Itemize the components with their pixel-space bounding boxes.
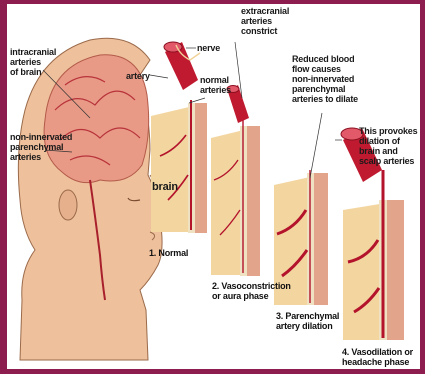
label-non-innervated-arteries: non-innervated parenchymal arteries [10,132,72,162]
label-nerve: nerve [197,43,220,53]
label-artery: artery [126,71,150,81]
panel-normal [151,42,207,233]
label-reduced-flow: Reduced blood flow causes non-innervated… [292,54,358,104]
panel-vasoconstriction [211,85,260,276]
caption-step-3: 3. Parenchymal artery dilation [276,311,339,331]
label-normal-arteries: normal arteries [200,75,231,95]
label-intracranial-arteries: intracranial arteries of brain [10,47,56,77]
caption-step-1: 1. Normal [149,248,188,258]
caption-step-2: 2. Vasoconstriction or aura phase [212,281,291,301]
label-extracranial-constrict: extracranial arteries constrict [241,6,289,36]
caption-step-4: 4. Vasodilation or headache phase [342,347,413,367]
label-provokes-dilation: This provokes dilation of brain and scal… [359,126,417,166]
label-brain: brain [152,182,178,192]
